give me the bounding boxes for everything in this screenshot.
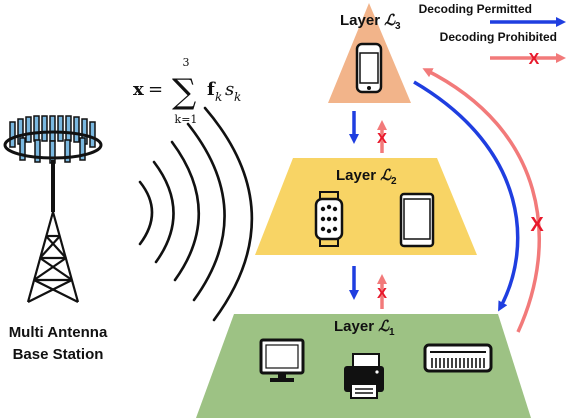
cross-mark-l1-l2: X (377, 285, 387, 302)
formula-term-f-sub: k (215, 90, 222, 104)
base-station-label-line2: Base Station (13, 346, 104, 363)
smartphone-icon (355, 42, 383, 94)
formula-sum-upper: 3 (183, 56, 190, 69)
smartwatch-icon (314, 191, 344, 247)
layer-3-label: Layer ℒ3 (340, 11, 401, 32)
cross-mark-l1-l3: X (530, 214, 544, 236)
prohibited-arrow-l1-l3 (422, 68, 542, 333)
signal-waves-icon (138, 106, 254, 322)
signal-formula: x = ∑ 3 k=1 f k s k (133, 56, 241, 126)
formula-sum-lower: k=1 (175, 113, 198, 126)
legend-cross-mark: X (529, 51, 540, 68)
air-conditioner-icon (423, 343, 493, 373)
tablet-icon (399, 192, 435, 248)
formula-lhs: x (133, 79, 144, 100)
base-station-label-line1: Multi Antenna (9, 324, 108, 341)
legend: Decoding Permitted Decoding Prohibited X (419, 2, 566, 68)
permitted-arrow-l3-l1 (413, 80, 520, 312)
legend-prohibited-label: Decoding Prohibited (440, 30, 557, 44)
formula-term-f: f (207, 79, 216, 100)
antenna-array (9, 115, 96, 164)
monitor-icon (259, 338, 305, 382)
base-station-icon (3, 115, 103, 303)
formula-sigma: ∑ (172, 72, 196, 112)
formula-equals: = (148, 79, 163, 100)
formula-term-s: s (225, 79, 234, 100)
layer-1-label: Layer ℒ1 (334, 317, 395, 338)
cross-mark-l2-l3: X (377, 130, 387, 147)
legend-permitted-label: Decoding Permitted (419, 2, 532, 16)
layer-2-label: Layer ℒ2 (336, 166, 397, 187)
formula-term-s-sub: k (234, 90, 241, 104)
printer-icon (344, 353, 384, 399)
